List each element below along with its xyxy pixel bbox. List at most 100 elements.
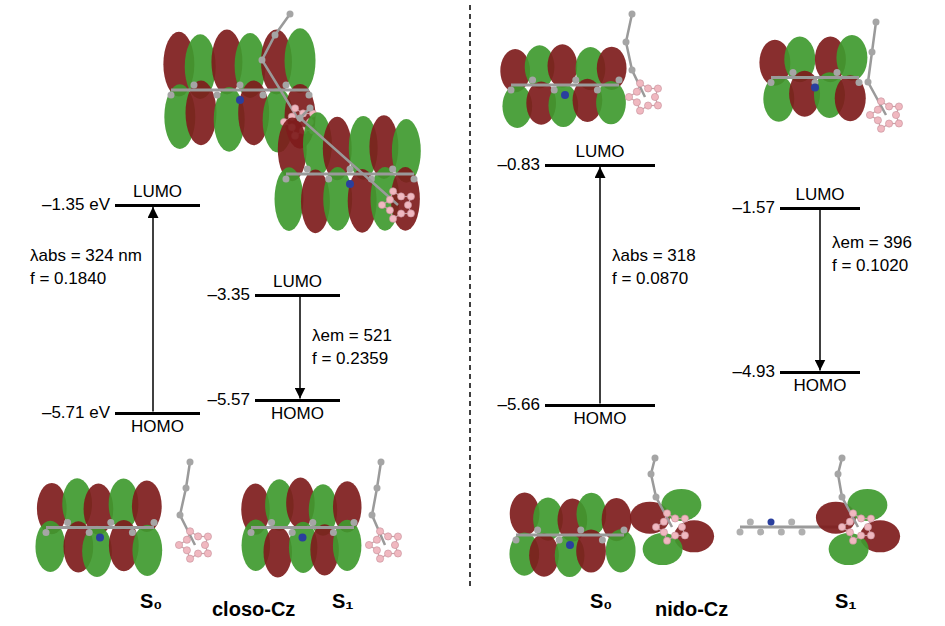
transition-label: λem = 521 f = 0.2359 [312, 325, 394, 371]
alkyl-chain [838, 458, 858, 527]
boron-atom [885, 103, 892, 110]
carbon-atom [304, 166, 311, 173]
orbital-lobe [132, 525, 162, 576]
orbital-plots [35, 11, 902, 578]
boron-atom [384, 533, 391, 540]
carbon-atom [187, 459, 194, 466]
carbon-atom [653, 494, 660, 501]
homo-level: –5.57HOMO [255, 399, 340, 426]
boron-atom [644, 85, 651, 92]
alkyl-chain [180, 462, 195, 545]
carbon-atom [411, 176, 418, 183]
carbon-atom [873, 19, 880, 26]
boron-atom [849, 510, 856, 517]
alkyl-chain [262, 14, 300, 122]
carbon-atom [237, 82, 244, 89]
energy-value: –5.71 eV [42, 403, 110, 423]
boron-atom [678, 523, 685, 530]
transition-label: λem = 396 f = 0.1020 [832, 232, 914, 278]
molecule-bond [511, 84, 619, 87]
boron-atom [404, 201, 411, 208]
boron-atom [671, 532, 678, 539]
orbital-lobe [275, 167, 304, 231]
boron-atom [660, 529, 667, 536]
boron-atom [625, 93, 632, 100]
nitrogen-atom [346, 180, 354, 188]
boron-atom [877, 125, 884, 132]
boron-atom [652, 523, 659, 530]
boron-atom [386, 196, 393, 203]
carbon-atom [623, 39, 630, 46]
carbon-atom [248, 529, 255, 536]
carbon-atom [325, 176, 332, 183]
boron-atom [864, 523, 871, 530]
carbon-atom [151, 519, 158, 526]
boron-atom [397, 193, 404, 200]
boron-atom [663, 537, 670, 544]
orbital-lobe [82, 526, 112, 577]
boron-atom [186, 555, 193, 562]
boron-atom [204, 550, 211, 557]
orbital-lobe [835, 75, 866, 121]
boron-atom [194, 533, 201, 540]
boron-atom [857, 532, 864, 539]
carbon-atom [283, 176, 290, 183]
homo-level: –5.66HOMO [545, 404, 655, 431]
carbon-atom [737, 529, 744, 536]
alkyl-chain [372, 462, 385, 545]
lumo-level: –1.57LUMO [780, 183, 860, 210]
boron-atom [867, 532, 874, 539]
carbon-atom [214, 92, 221, 99]
orbital-plot [737, 455, 901, 566]
carbon-atom [652, 455, 659, 462]
carbon-atom [287, 11, 294, 18]
lumo-level: –0.83LUMO [545, 140, 655, 167]
boron-atom [183, 536, 190, 543]
state-label: S₁ [835, 590, 857, 613]
carbon-atom [347, 166, 354, 173]
alkyl-chain [651, 458, 672, 527]
orbital-name: HOMO [545, 407, 655, 431]
carbon-atom [513, 537, 520, 544]
carbon-atom [351, 519, 358, 526]
energy-value: –1.57 [732, 198, 775, 218]
boron-atom [846, 518, 853, 525]
molecule-bond [251, 526, 354, 529]
carbon-atom [330, 529, 337, 536]
orbital-plot [500, 11, 661, 128]
boron-atom [885, 120, 892, 127]
orbital-name: LUMO [780, 183, 860, 207]
nitrogen-atom [299, 534, 307, 542]
carbon-atom [616, 77, 623, 84]
carbon-atom [508, 87, 515, 94]
boron-atom [204, 533, 211, 540]
carbon-atom [556, 537, 563, 544]
carbon-atom [865, 79, 872, 86]
boron-atom [651, 93, 658, 100]
boron-atom [866, 111, 873, 118]
orbital-lobe [596, 81, 626, 124]
boron-atom [846, 529, 853, 536]
carbon-atom [869, 49, 876, 56]
carbon-atom [260, 92, 267, 99]
boron-atom [186, 528, 193, 535]
boron-atom [201, 541, 208, 548]
orbital-lobe [132, 481, 162, 532]
carbon-atom [272, 32, 279, 39]
boron-atom [389, 215, 396, 222]
carbon-atom [64, 519, 71, 526]
nitrogen-atom [566, 541, 574, 549]
carbon-atom [183, 485, 190, 492]
carbon-atom [259, 57, 266, 64]
alkyl-chain [868, 22, 886, 115]
orbital-lobe [836, 35, 867, 81]
carbon-atom [594, 87, 601, 94]
boron-atom [636, 107, 643, 114]
boron-atom [391, 541, 398, 548]
orbital-name: HOMO [780, 374, 860, 398]
connectors [153, 167, 820, 412]
homo-level: –4.93HOMO [780, 371, 860, 398]
boron-atom [394, 550, 401, 557]
carbon-atom [309, 519, 316, 526]
homo-level: –5.71 eVHOMO [115, 412, 200, 439]
